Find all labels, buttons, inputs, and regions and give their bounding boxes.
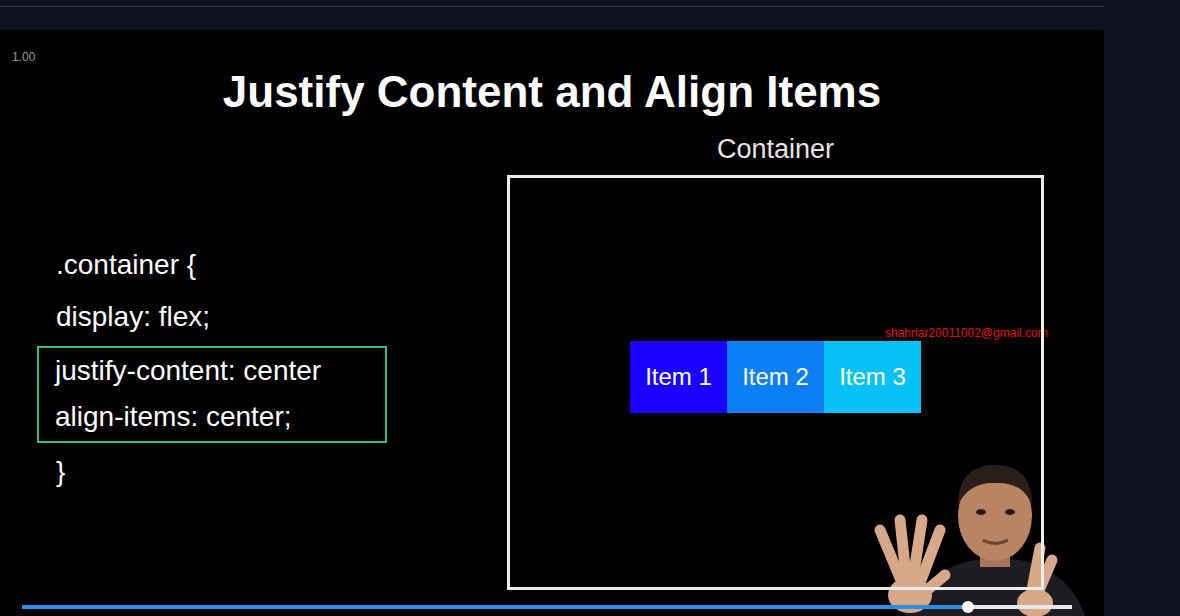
presenter-figure [880, 465, 1085, 616]
code-line: align-items: center; [55, 394, 369, 440]
flex-item: Item 3 [824, 341, 921, 413]
slide-title: Justify Content and Align Items [0, 64, 1104, 120]
watermark: shahriar20011002@gmail.com [885, 325, 1048, 341]
item-label: Item 1 [645, 362, 712, 392]
item-label: Item 3 [839, 362, 906, 392]
container-heading: Container [510, 131, 1041, 167]
code-line: justify-content: center [55, 348, 369, 394]
playback-speed: 1.00 [12, 49, 35, 65]
code-line: display: flex; [56, 291, 210, 343]
item-label: Item 2 [742, 362, 809, 392]
code-brace: } [56, 446, 65, 498]
flex-item: Item 2 [727, 341, 824, 413]
flex-item: Item 1 [630, 341, 727, 413]
flex-container: ContainerItem 1Item 2Item 3 [507, 175, 1044, 590]
progress-bar [22, 601, 1072, 613]
code-line: .container { [56, 239, 196, 291]
top-rule [0, 6, 1104, 7]
highlight-box: justify-content: centeralign-items: cent… [37, 346, 387, 443]
